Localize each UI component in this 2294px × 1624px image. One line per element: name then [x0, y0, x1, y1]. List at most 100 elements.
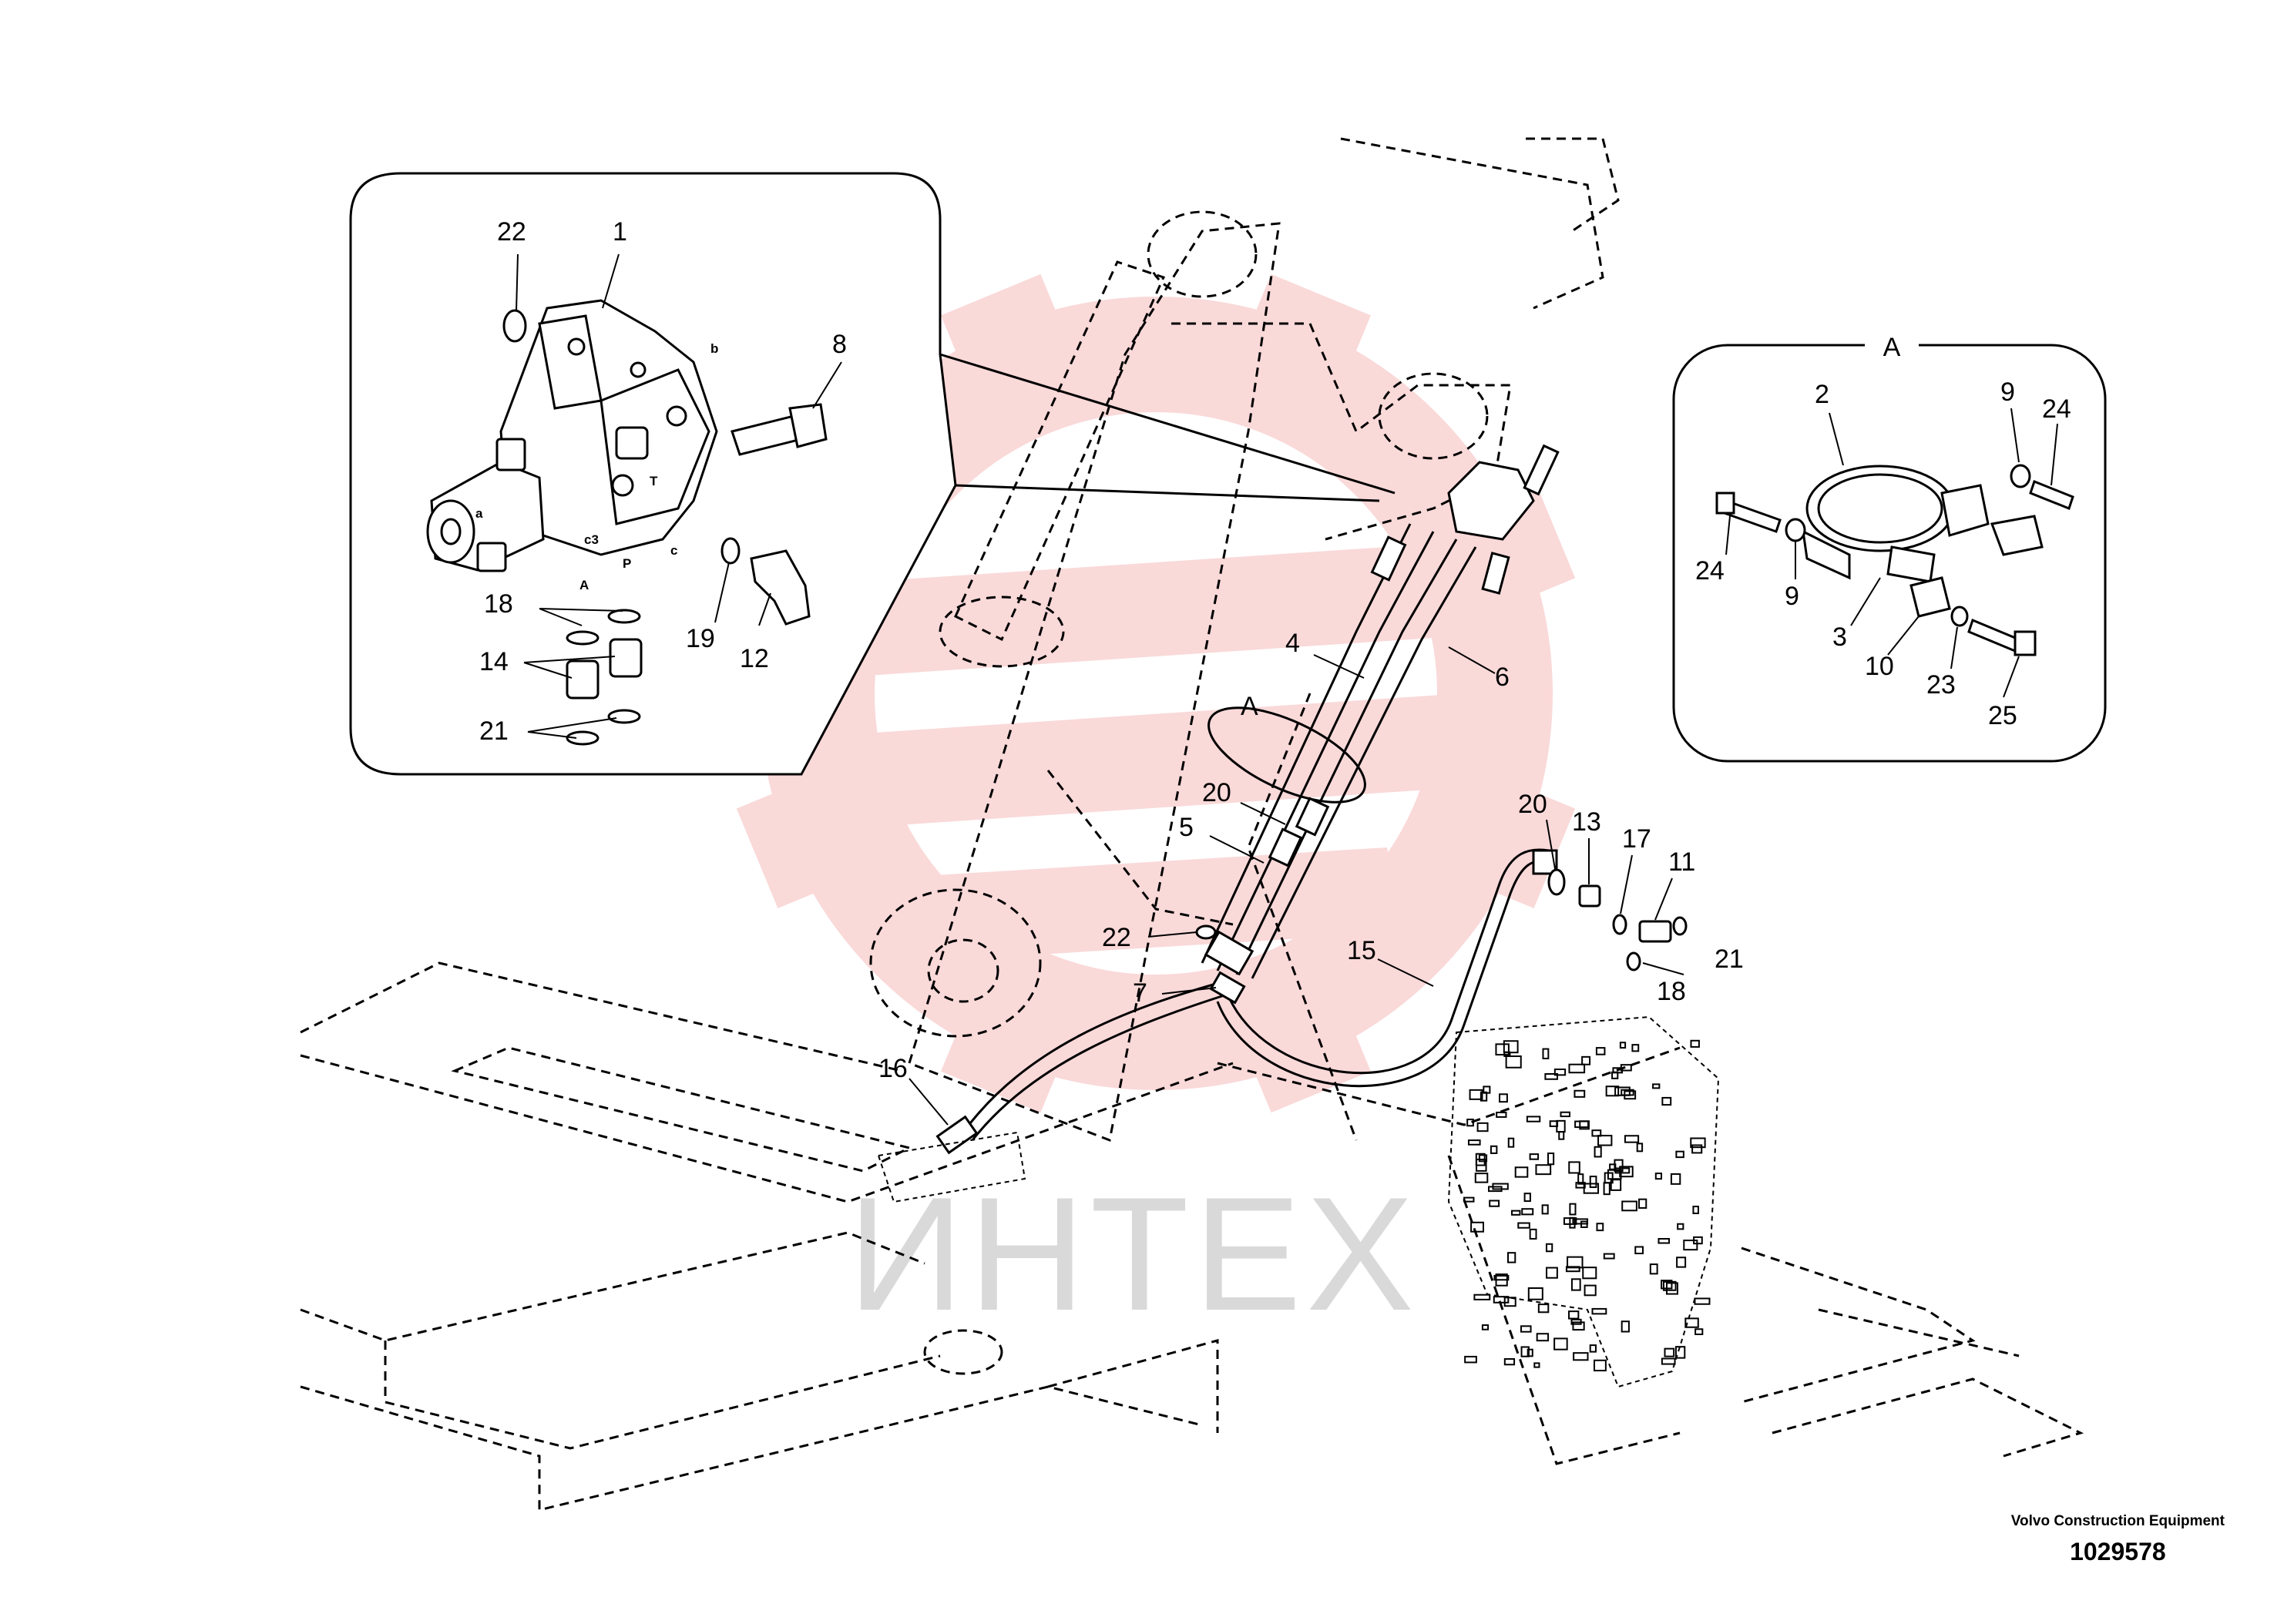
valve-block-feature — [1535, 1164, 1552, 1176]
valve-block-feature — [1514, 1166, 1529, 1178]
clamp-band-inner — [1817, 473, 1943, 544]
callout-20b: 20 — [1518, 790, 1547, 819]
valve-block-feature — [1533, 1362, 1540, 1368]
valve-block-feature — [1662, 1280, 1677, 1291]
valve-block-feature — [1466, 1119, 1474, 1127]
valve-block-feature — [1526, 1116, 1541, 1122]
valve-block-feature — [1690, 1039, 1700, 1048]
washer-9 — [2010, 464, 2031, 488]
callout-15: 15 — [1347, 936, 1376, 965]
leader-24 — [2050, 423, 2058, 486]
valve-block-feature — [1577, 1173, 1584, 1185]
watermark-gear-tooth — [941, 273, 1080, 408]
valve-block-feature — [1694, 1297, 1711, 1305]
valve-block-feature — [1529, 1153, 1540, 1160]
valve-block-feature — [1595, 1047, 1606, 1055]
frame-edge — [300, 961, 902, 1072]
bolt-25-head — [2014, 630, 2037, 656]
valve-block-feature — [1521, 1208, 1534, 1216]
machine-outline — [300, 137, 2084, 1512]
callout-20: 20 — [1202, 778, 1231, 807]
hose-6 — [1235, 539, 1458, 975]
callout-9: 9 — [2000, 377, 2015, 407]
callout-6: 6 — [1495, 663, 1510, 692]
valve-fitting — [1370, 535, 1407, 582]
callout-2: 2 — [1815, 380, 1829, 409]
pilot-valve-mounted — [1447, 461, 1535, 541]
frame-rail — [1741, 1247, 1976, 1404]
port-label-A: A — [579, 578, 589, 592]
hose-assembly — [877, 444, 1688, 1203]
valve-fitting — [1523, 444, 1560, 496]
valve-block-feature — [1570, 1318, 1582, 1325]
valve-block-feature — [1664, 1347, 1675, 1357]
leader-7 — [1161, 987, 1217, 995]
valve-block-feature — [1527, 1348, 1533, 1357]
valve-block-feature — [1503, 1357, 1516, 1366]
valve-block-feature — [1473, 1293, 1491, 1300]
valve-block-feature — [1476, 1122, 1489, 1132]
valve-bolt — [567, 337, 586, 356]
valve-block-feature — [1649, 1263, 1658, 1275]
leader-12 — [758, 592, 771, 626]
leader-25 — [2003, 656, 2020, 698]
leader-18 — [539, 608, 583, 626]
hose-7b — [971, 992, 1230, 1141]
solenoid-cap-center — [440, 518, 462, 545]
callout-21: 21 — [479, 716, 509, 746]
valve-block-feature — [1499, 1093, 1508, 1103]
valve-block-feature — [1614, 1167, 1631, 1174]
clamp-pad — [1990, 515, 2044, 556]
leader-15 — [1377, 958, 1434, 987]
frame-edge-right — [1447, 1155, 1681, 1465]
valve-block-feature — [1568, 1063, 1586, 1074]
valve-block-feature — [1574, 1089, 1586, 1098]
valve-block-feature — [1536, 1333, 1550, 1342]
callout-22b: 22 — [1102, 923, 1131, 952]
valve-block-feature — [1582, 1267, 1597, 1280]
valve-block-feature — [1634, 1246, 1644, 1255]
valve-block-feature — [1549, 1120, 1559, 1127]
valve-block-feature — [1690, 1137, 1706, 1149]
valve-block-feature — [1591, 1129, 1602, 1137]
valve-block-feature — [1503, 1040, 1519, 1054]
valve-port — [666, 405, 687, 427]
callout-16: 16 — [878, 1054, 908, 1083]
leader-lines — [516, 253, 2058, 1126]
valve-block-feature — [1638, 1198, 1647, 1209]
callout-14: 14 — [479, 647, 509, 676]
valve-block-feature — [1693, 1236, 1703, 1245]
valve-block-feature — [1594, 1146, 1602, 1158]
valve-block-feature — [1654, 1173, 1663, 1180]
valve-block-feature — [1568, 1310, 1580, 1320]
valve-block-feature — [1574, 1120, 1590, 1129]
adapter-13 — [1578, 884, 1601, 908]
watermark-stripe — [771, 693, 1487, 832]
valve-block-feature — [1490, 1145, 1498, 1154]
valve-block-feature — [1636, 1143, 1644, 1153]
leader-19 — [714, 562, 730, 623]
port-label-P: P — [623, 556, 631, 571]
leader-20b — [1546, 819, 1556, 870]
valve-block-outline — [1447, 1015, 1720, 1388]
frame-lower — [300, 1231, 925, 1342]
clamp-block-10 — [1909, 576, 1951, 618]
arm-bracket — [1526, 137, 1620, 233]
valve-block-feature — [1560, 1111, 1570, 1118]
leader-3 — [1850, 577, 1881, 626]
watermark-gear-tooth — [736, 770, 871, 908]
inset-clamp: A — [1672, 331, 2107, 763]
valve-block-feature — [1593, 1359, 1607, 1372]
callout-8: 8 — [832, 330, 847, 359]
valve-block-feature — [1624, 1135, 1640, 1143]
boom-guide — [1247, 693, 1358, 1141]
o-ring-18 — [1626, 951, 1641, 971]
washer-9b — [1785, 518, 1806, 542]
valve-fitting — [1481, 552, 1510, 595]
leader-17 — [1620, 854, 1633, 914]
valve-block-feature — [1493, 1296, 1510, 1304]
valve-block-feature — [1553, 1337, 1568, 1351]
valve-block-feature — [1565, 1266, 1580, 1273]
leader-24b — [1725, 515, 1731, 555]
